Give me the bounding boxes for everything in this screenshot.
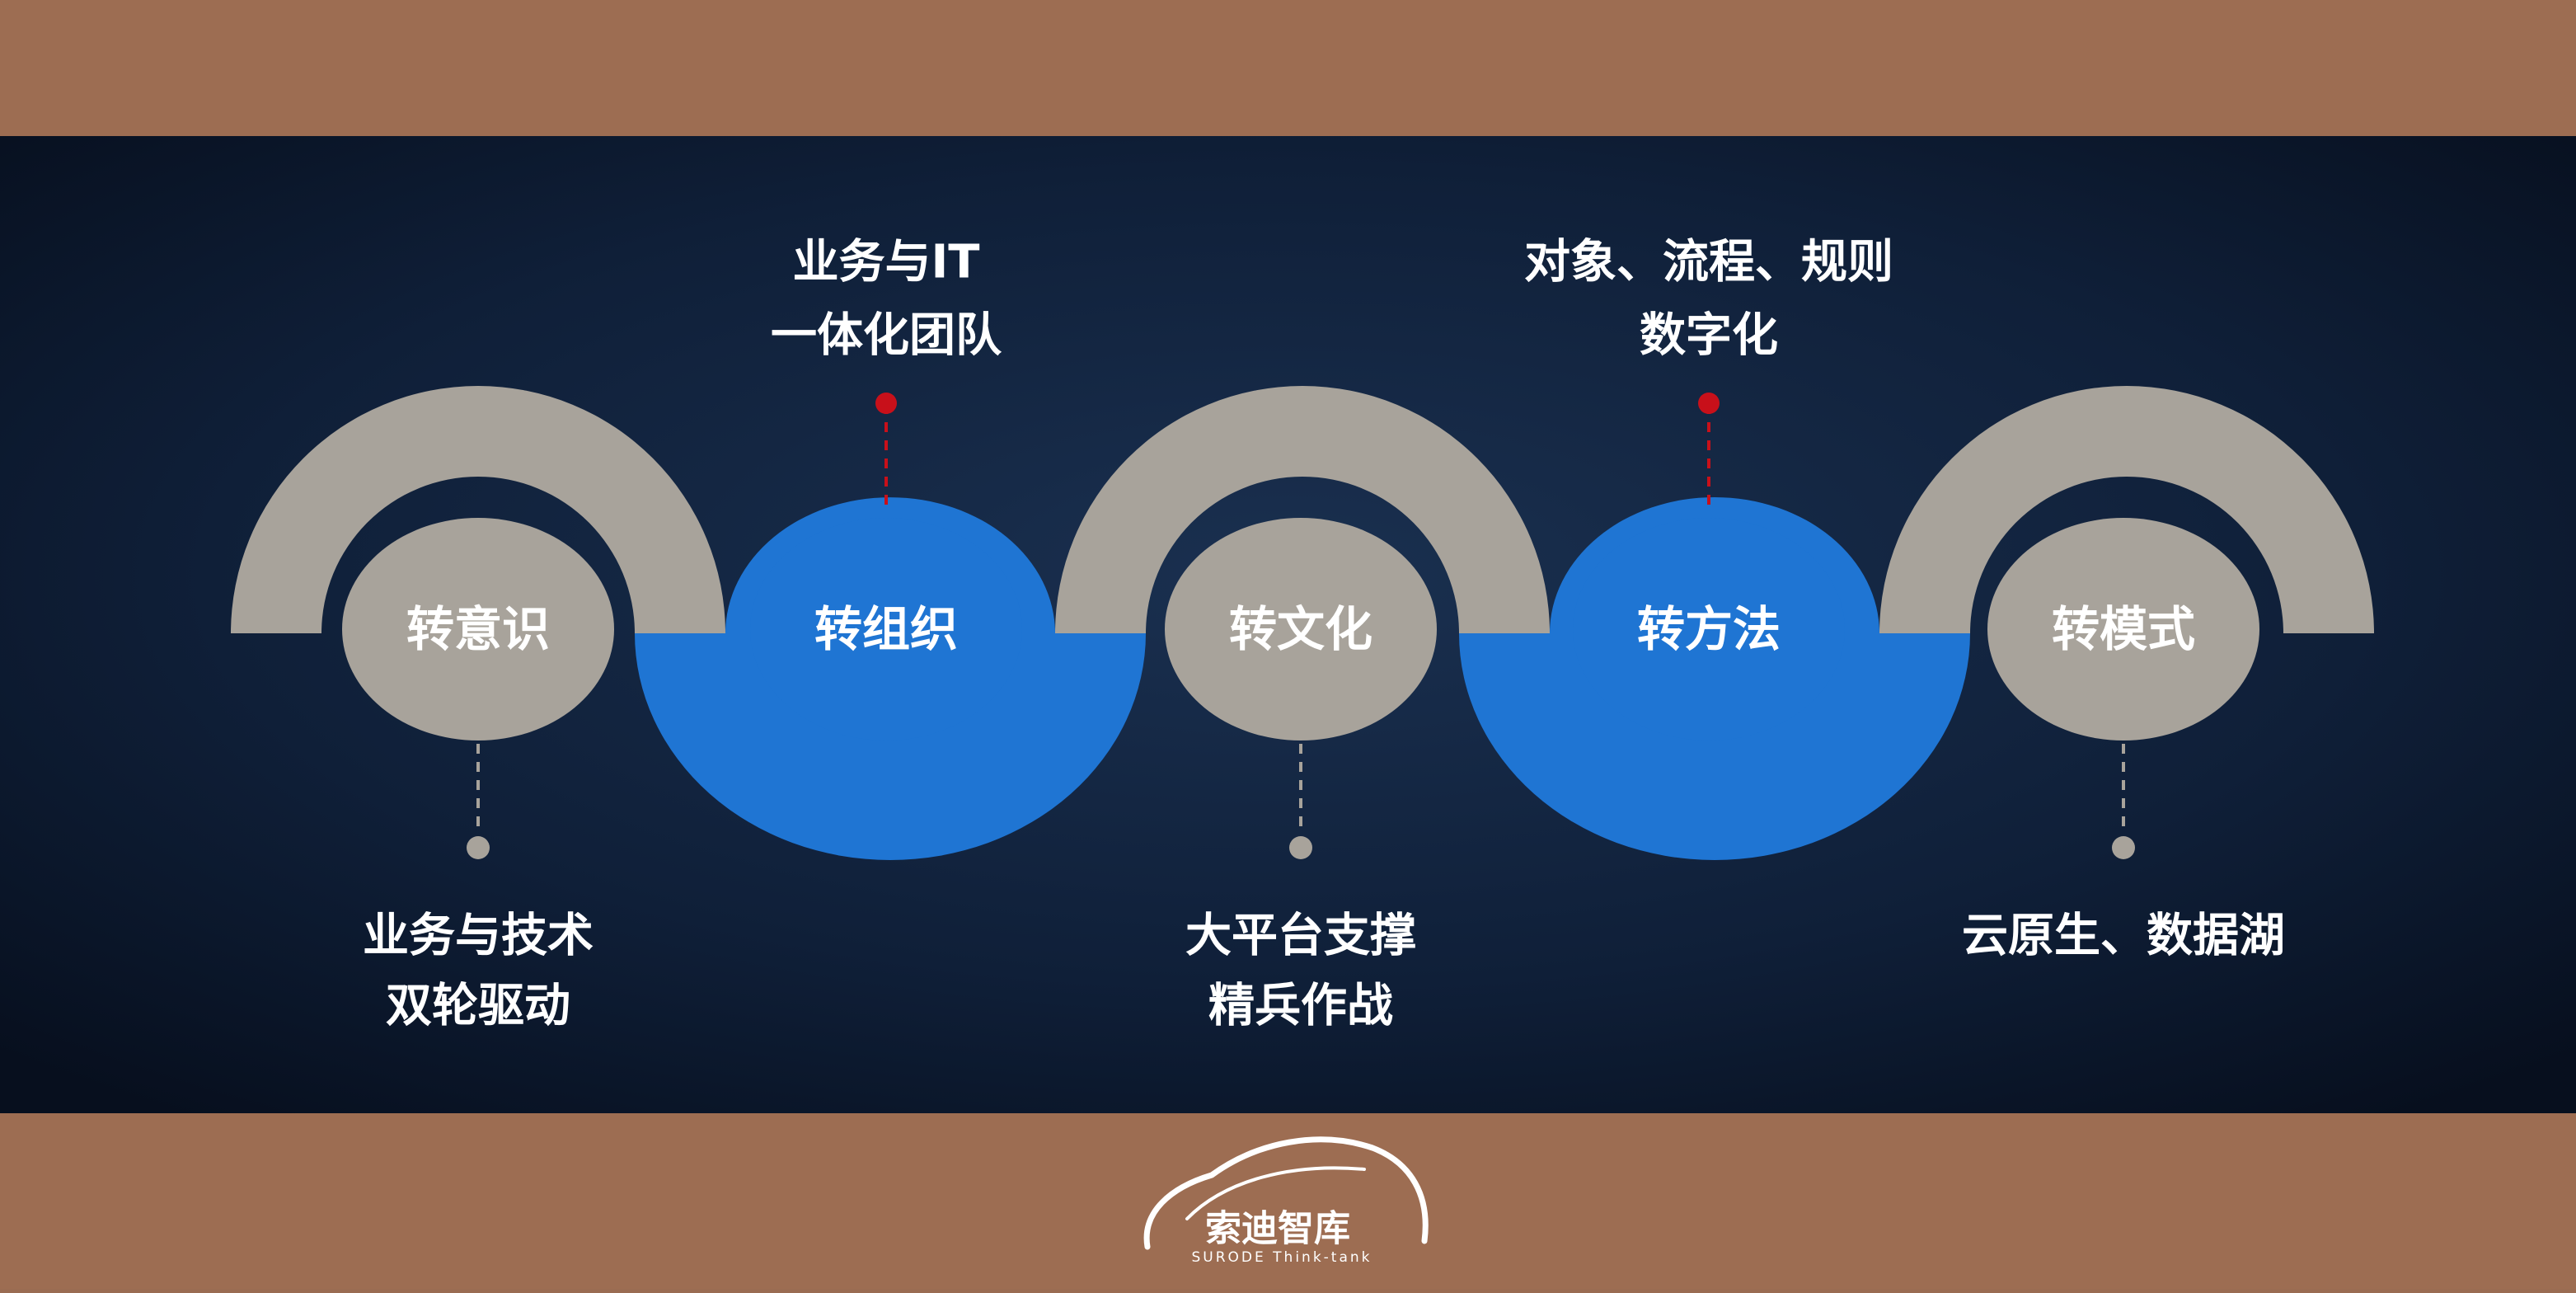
bottom-note-3-line-1: 云原生、数据湖	[1962, 910, 2285, 963]
stage-label-5: 转模式	[2052, 601, 2195, 657]
stage-label-2: 转组织	[814, 601, 958, 657]
bottom-note-1-line-2: 双轮驱动	[386, 980, 570, 1033]
logo-name: 索迪智库	[1205, 1208, 1350, 1250]
stage-node-5: 转模式	[1987, 518, 2259, 741]
top-marker-2	[1698, 393, 1720, 414]
bottom-note-2-line-2: 精兵作战	[1208, 980, 1393, 1033]
bottom-note-1-line-1: 业务与技术	[363, 910, 594, 963]
top-note-2-line-1: 对象、流程、规则	[1524, 236, 1893, 289]
top-marker-1	[875, 393, 897, 414]
arch-1	[231, 386, 725, 633]
arch-2	[1055, 386, 1550, 633]
digital-transformation-diagram: 转意识 转组织 转文化 转方法 转模式	[0, 136, 2576, 1113]
top-note-2-line-2: 数字化	[1640, 309, 1778, 363]
logo-subtitle: SURODE Think-tank	[1192, 1249, 1372, 1266]
bottom-marker-3	[2112, 836, 2135, 859]
logo-area: 索迪智库 SURODE Think-tank	[1143, 1136, 1429, 1266]
note-markers	[467, 393, 2135, 859]
stage-circle-3	[1165, 518, 1437, 741]
transformation-wave-diagram: 转意识 转组织 转文化 转方法 转模式	[0, 136, 2576, 1113]
stage-circle-2	[750, 518, 1022, 741]
logo: 索迪智库 SURODE Think-tank	[1143, 1136, 1429, 1266]
top-note-1-line-1: 业务与IT	[792, 236, 979, 289]
stage-notes: 业务与IT 一体化团队 对象、流程、规则 数字化 业务与技术 双轮驱动 大平台支…	[363, 236, 2285, 1033]
bottom-frame-band: 索迪智库 SURODE Think-tank	[0, 1113, 2576, 1289]
bottom-marker-1	[467, 836, 490, 859]
dashed-connectors	[476, 404, 2125, 833]
stage-node-4: 转方法	[1573, 518, 1845, 741]
top-frame-band	[0, 0, 2576, 136]
stage-label-3: 转文化	[1229, 601, 1372, 657]
stage-circle-4	[1573, 518, 1845, 741]
stage-node-1: 转意识	[342, 518, 614, 741]
arch-3	[1879, 386, 2374, 633]
stage-circle-1	[342, 518, 614, 741]
grey-arches	[231, 386, 2374, 633]
logo-car-outline-icon	[1143, 1136, 1429, 1250]
stage-label-4: 转方法	[1637, 601, 1781, 657]
stage-node-3: 转文化	[1165, 518, 1437, 741]
logo-car-swoosh-icon	[1185, 1166, 1366, 1220]
stage-nodes: 转意识 转组织 转文化 转方法 转模式	[342, 518, 2259, 741]
stage-node-2: 转组织	[750, 518, 1022, 741]
bottom-marker-2	[1289, 836, 1312, 859]
top-note-1-line-2: 一体化团队	[771, 309, 1002, 363]
stage-label-1: 转意识	[406, 601, 550, 657]
stage-circle-5	[1987, 518, 2259, 741]
bottom-note-2-line-1: 大平台支撑	[1185, 910, 1416, 963]
